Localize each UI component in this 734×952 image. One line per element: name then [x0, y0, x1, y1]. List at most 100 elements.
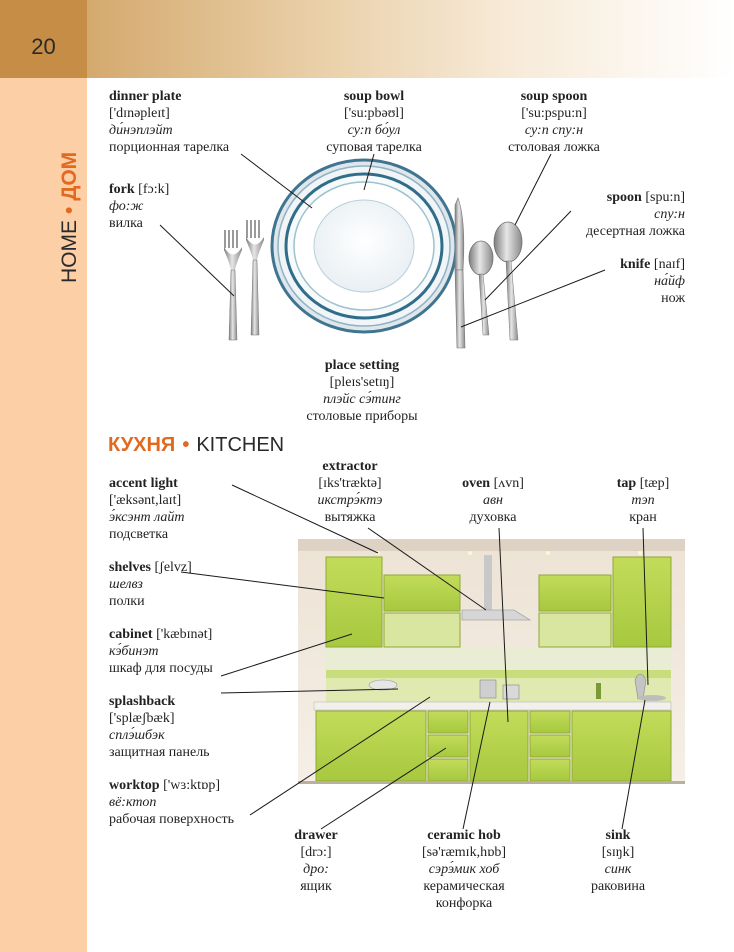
word: fork: [109, 182, 135, 197]
translation: шкаф для посуды: [109, 661, 213, 676]
heading-ru: КУХНЯ: [108, 434, 176, 456]
label-soup-spoon: soup spoon ['su:pspu:n] су:п спу:н столо…: [498, 88, 610, 156]
pronunciation: авн: [482, 493, 504, 508]
label-ceramic-hob: ceramic hob [sə'ræmɪk,hɒb] сэрэ́мик хоб …: [404, 827, 524, 912]
pronunciation: э́ксэнт лайт: [109, 510, 185, 525]
pronunciation: шелвз: [109, 577, 143, 592]
pronunciation: сэрэ́мик хоб: [428, 862, 500, 877]
translation: подсветка: [109, 527, 169, 542]
transcription: [pleɪs'setɪŋ]: [329, 375, 395, 390]
transcription: [sə'ræmɪk,hɒb]: [421, 845, 507, 860]
translation: раковина: [590, 879, 646, 894]
translation: кран: [629, 510, 657, 525]
soup-spoon-image: [493, 221, 523, 341]
soup-bowl-image: [284, 172, 444, 320]
transcription: ['wɜ:ktɒp]: [163, 778, 220, 793]
sidebar-strip: [0, 0, 87, 952]
label-drawer: drawer [drɔ:] дро: ящик: [276, 827, 356, 895]
translation: вилка: [109, 216, 143, 231]
translation: ящик: [300, 879, 332, 894]
leader-lines: [159, 153, 649, 830]
word: soup bowl: [343, 89, 405, 104]
translation-line2: конфорка: [435, 896, 493, 911]
page-number-box: 20: [0, 0, 87, 78]
word: splashback: [109, 694, 176, 709]
transcription: ['dɪnəpleɪt]: [109, 106, 170, 121]
pronunciation: вё:ктоп: [109, 795, 157, 810]
label-tap: tap [tæp] тэп кран: [600, 475, 686, 526]
pronunciation: синк: [604, 862, 632, 877]
transcription: [tæp]: [639, 476, 670, 491]
word: shelves: [109, 560, 151, 575]
label-sink: sink [sɪŋk] синк раковина: [578, 827, 658, 895]
transcription: [sɪŋk]: [601, 845, 635, 860]
word: accent light: [109, 476, 178, 491]
translation: защитная панель: [109, 745, 210, 760]
transcription: [ʃelvz]: [154, 560, 192, 575]
word: knife: [620, 257, 651, 272]
word: worktop: [109, 778, 160, 793]
label-shelves: shelves [ʃelvz] шелвз полки: [109, 559, 192, 610]
transcription: ['su:pspu:n]: [521, 106, 587, 121]
word: dinner plate: [109, 89, 182, 104]
translation: вытяжка: [324, 510, 376, 525]
translation: духовка: [469, 510, 517, 525]
word: spoon: [606, 190, 642, 205]
translation: керамическая: [423, 879, 505, 894]
label-oven: oven [ʌvn] авн духовка: [448, 475, 538, 526]
label-knife: knife [naɪf] на́йф нож: [565, 256, 685, 307]
translation: столовые приборы: [306, 409, 418, 424]
pronunciation: кэ́бинэт: [109, 644, 159, 659]
transcription: [fɔ:k]: [138, 182, 170, 197]
translation: полки: [109, 594, 145, 609]
pronunciation: тэп: [631, 493, 655, 508]
word: place setting: [324, 358, 400, 373]
transcription: [naɪf]: [653, 257, 685, 272]
label-spoon: spoon [spu:n] спу:н десертная ложка: [555, 189, 685, 240]
translation: десертная ложка: [586, 224, 685, 239]
word: extractor: [322, 459, 378, 474]
label-dinner-plate: dinner plate ['dɪnəpleɪt] ди́нэплэйт пор…: [109, 88, 229, 156]
section-heading-kitchen: КУХНЯ • KITCHEN: [108, 434, 284, 457]
spoon-image: [468, 240, 494, 336]
word: cabinet: [109, 627, 153, 642]
transcription: [ɪks'træktə]: [318, 476, 382, 491]
transcription: ['su:pbəʊl]: [344, 106, 404, 121]
header-band: [87, 0, 734, 78]
pronunciation: сплэ́шбэк: [109, 728, 165, 743]
word: drawer: [294, 828, 338, 843]
page-number: 20: [31, 34, 56, 59]
transcription: ['æksənt,laɪt]: [109, 493, 182, 508]
pronunciation: фо:ж: [109, 199, 144, 214]
pronunciation: ди́нэплэйт: [109, 123, 173, 138]
transcription: [spu:n]: [645, 190, 685, 205]
translation: рабочая поверхность: [109, 812, 234, 827]
word: soup spoon: [520, 89, 588, 104]
translation: суповая тарелка: [326, 140, 422, 155]
translation: порционная тарелка: [109, 140, 230, 155]
transcription: ['splæʃbæk]: [109, 711, 175, 726]
pronunciation: плэйс сэ́тинг: [323, 392, 401, 407]
pronunciation: икстрэ́ктэ: [317, 493, 383, 508]
label-extractor: extractor [ɪks'træktə] икстрэ́ктэ вытяжк…: [300, 458, 400, 526]
label-place-setting: place setting [pleɪs'setɪŋ] плэйс сэ́тин…: [292, 357, 432, 425]
translation: столовая ложка: [508, 140, 600, 155]
pronunciation: су:п спу:н: [524, 123, 584, 138]
word: oven: [462, 476, 491, 491]
word: tap: [616, 476, 637, 491]
label-worktop: worktop ['wɜ:ktɒp] вё:ктоп рабочая повер…: [109, 777, 234, 828]
translation: нож: [661, 291, 685, 306]
label-accent-light: accent light ['æksənt,laɪt] э́ксэнт лайт…: [109, 475, 185, 543]
kitchen-image: [298, 539, 685, 784]
knife-image: [454, 197, 466, 349]
transcription: ['kæbɪnət]: [156, 627, 213, 642]
transcription: [drɔ:]: [300, 845, 332, 860]
pronunciation: дро:: [303, 862, 329, 877]
label-cabinet: cabinet ['kæbɪnət] кэ́бинэт шкаф для пос…: [109, 626, 213, 677]
pronunciation: на́йф: [654, 274, 685, 289]
fork-image: [224, 220, 264, 341]
heading-en: KITCHEN: [196, 434, 285, 456]
pronunciation: спу:н: [654, 207, 685, 222]
heading-dot: •: [182, 434, 190, 456]
